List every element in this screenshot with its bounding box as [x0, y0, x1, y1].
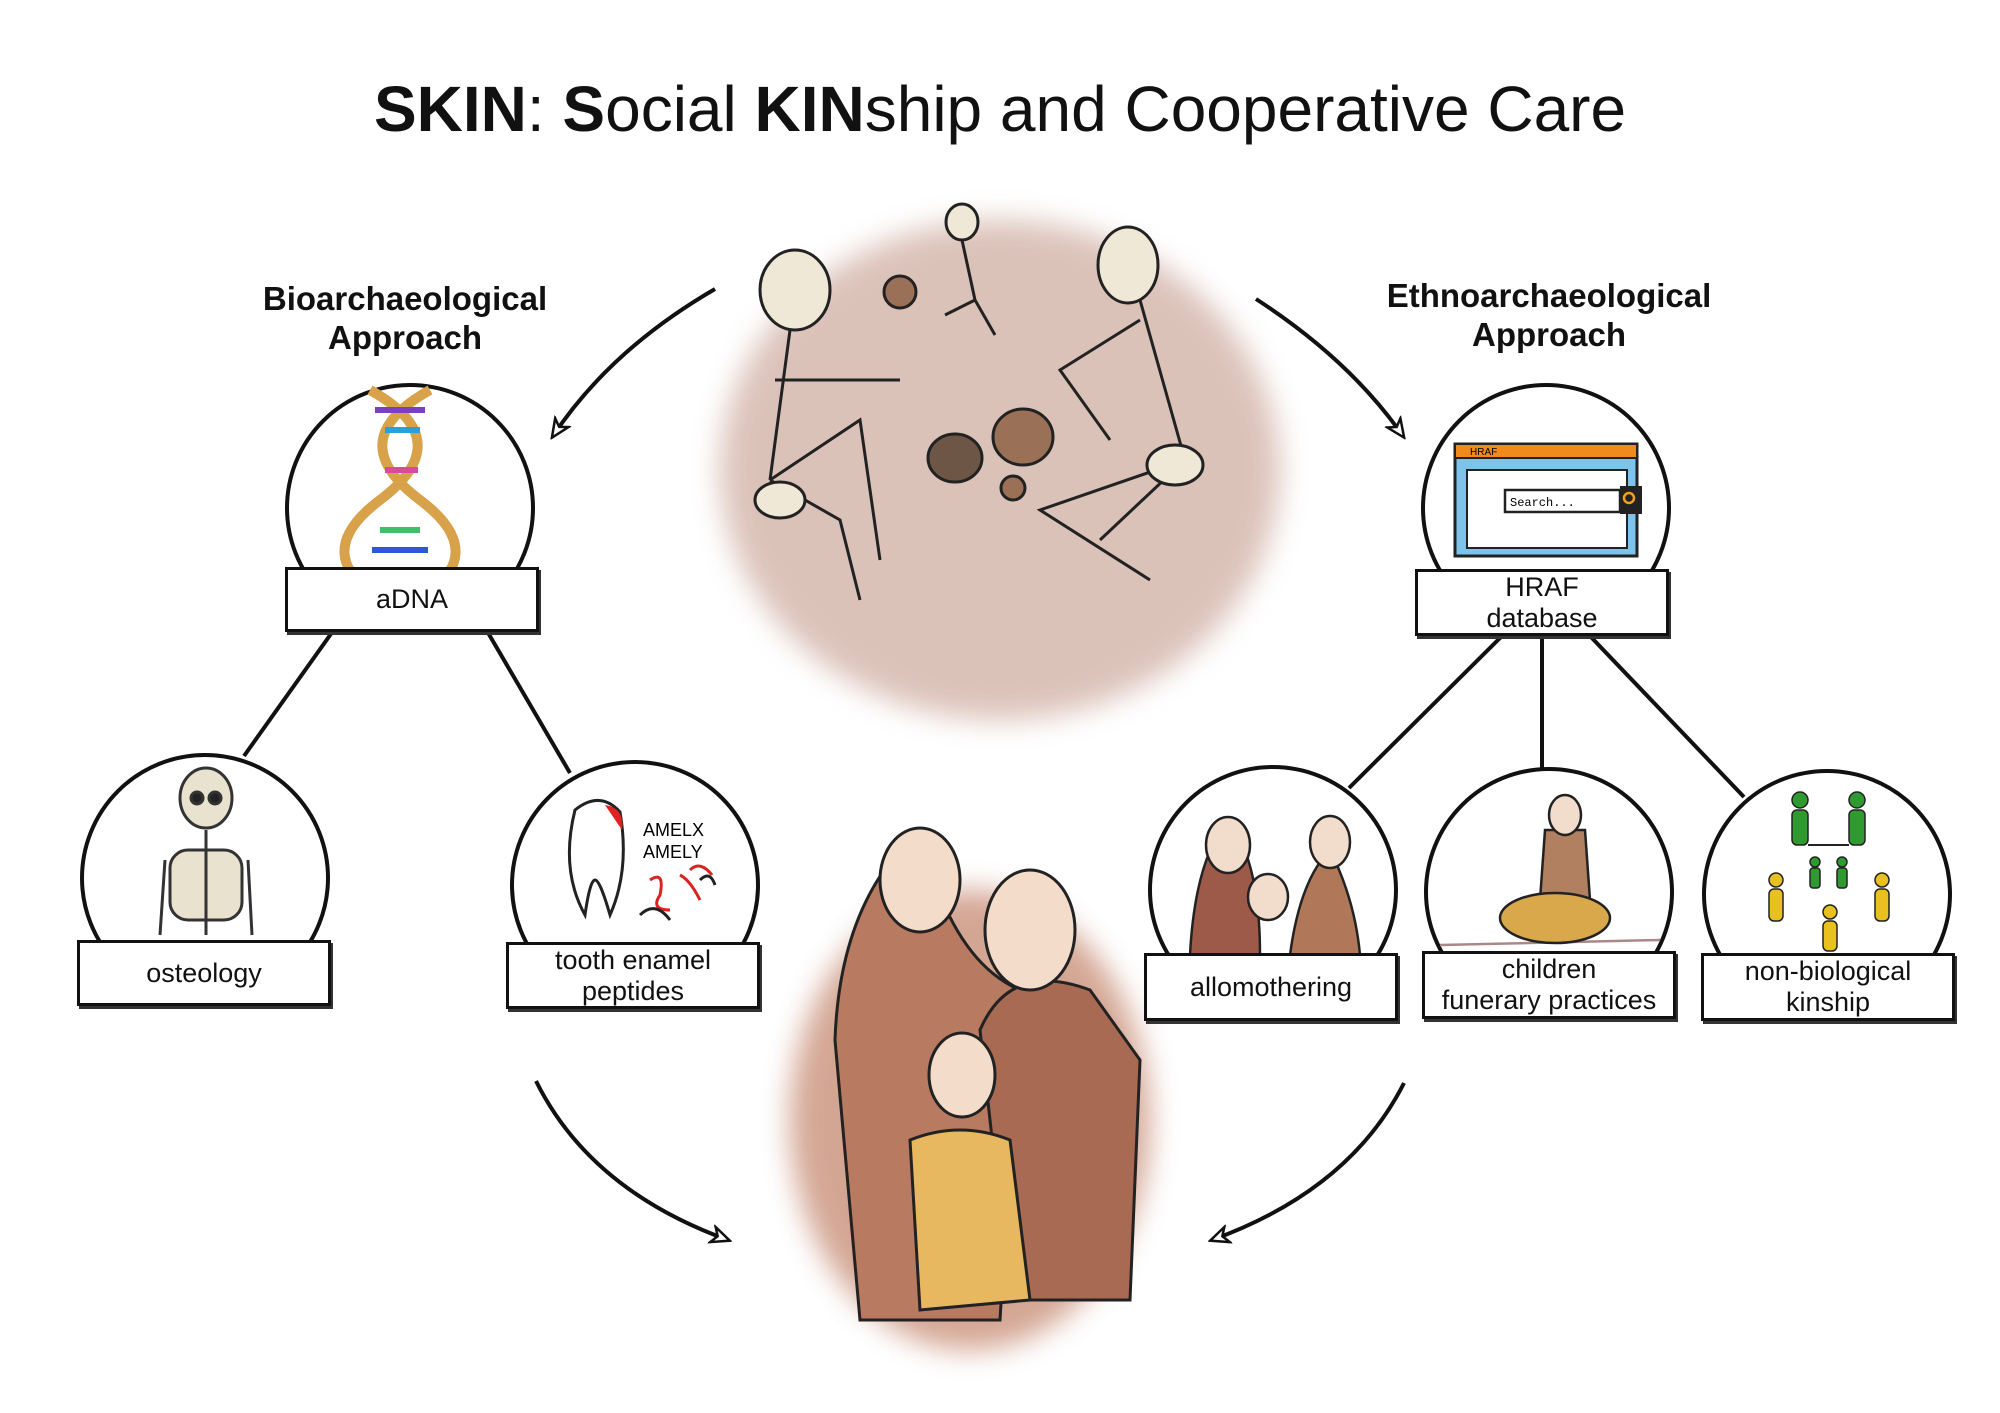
title-rest: ship and Cooperative Care — [864, 73, 1627, 145]
pottery-vessels — [882, 274, 1055, 502]
flow-arrows — [534, 287, 1406, 1240]
heading-line: Approach — [1471, 316, 1626, 353]
allomothering-label-box: allomothering — [1144, 953, 1398, 1021]
family-care-icon — [1188, 814, 1362, 957]
arrow-bio-to-family — [534, 1080, 728, 1240]
node-label: HRAF — [1505, 571, 1579, 602]
node-label: children — [1501, 954, 1597, 984]
osteology-label-box: osteology — [77, 940, 331, 1006]
arrow-ethno-to-family — [1212, 1082, 1406, 1240]
node-label: tooth enamel — [554, 944, 712, 975]
node-label: funerary practices — [1441, 985, 1657, 1015]
heading-line: Bioarchaeological — [262, 280, 548, 317]
adna-label-box: aDNA — [285, 567, 539, 632]
node-label: peptides — [581, 975, 685, 1006]
window-title: HRAF — [1470, 447, 1497, 458]
search-placeholder: Search... — [1510, 496, 1575, 510]
family-illustration — [790, 826, 1150, 1350]
page-title: SKIN: Social KINship and Cooperative Car… — [0, 72, 2000, 146]
title-kin: KIN — [754, 73, 865, 145]
title-acronym: SKIN — [373, 73, 527, 145]
arrow-to-ethnoarchaeology — [1254, 297, 1403, 436]
heading-line: Approach — [327, 319, 482, 356]
tooth-label-amely: AMELY — [643, 842, 703, 862]
skeleton-right — [1036, 225, 1205, 582]
skeleton-left — [753, 248, 900, 601]
tooth-icon: AMELX AMELY — [567, 799, 717, 921]
skeleton-icon — [158, 766, 254, 936]
title-s: S — [562, 73, 606, 145]
node-label: non-biological — [1744, 956, 1912, 986]
node-label: osteology — [146, 957, 262, 988]
node-label: database — [1486, 602, 1598, 633]
tooth-label-amelx: AMELX — [643, 820, 704, 840]
heading-line: Ethnoarchaeological — [1386, 277, 1712, 314]
title-colon: : — [526, 73, 563, 145]
burial-icon — [1440, 795, 1661, 947]
node-label: aDNA — [375, 584, 449, 614]
burial-scene-illustration — [720, 202, 1280, 720]
connector-lines — [242, 629, 1746, 799]
kinship-people-icon — [1768, 791, 1890, 952]
node-label: kinship — [1785, 987, 1871, 1017]
title-ocial: ocial — [605, 73, 755, 145]
arrow-to-bioarchaeology — [553, 287, 717, 436]
node-label: allomothering — [1189, 971, 1353, 1002]
database-window-icon: HRAF Search... — [1453, 442, 1642, 558]
skeleton-child — [944, 202, 997, 336]
